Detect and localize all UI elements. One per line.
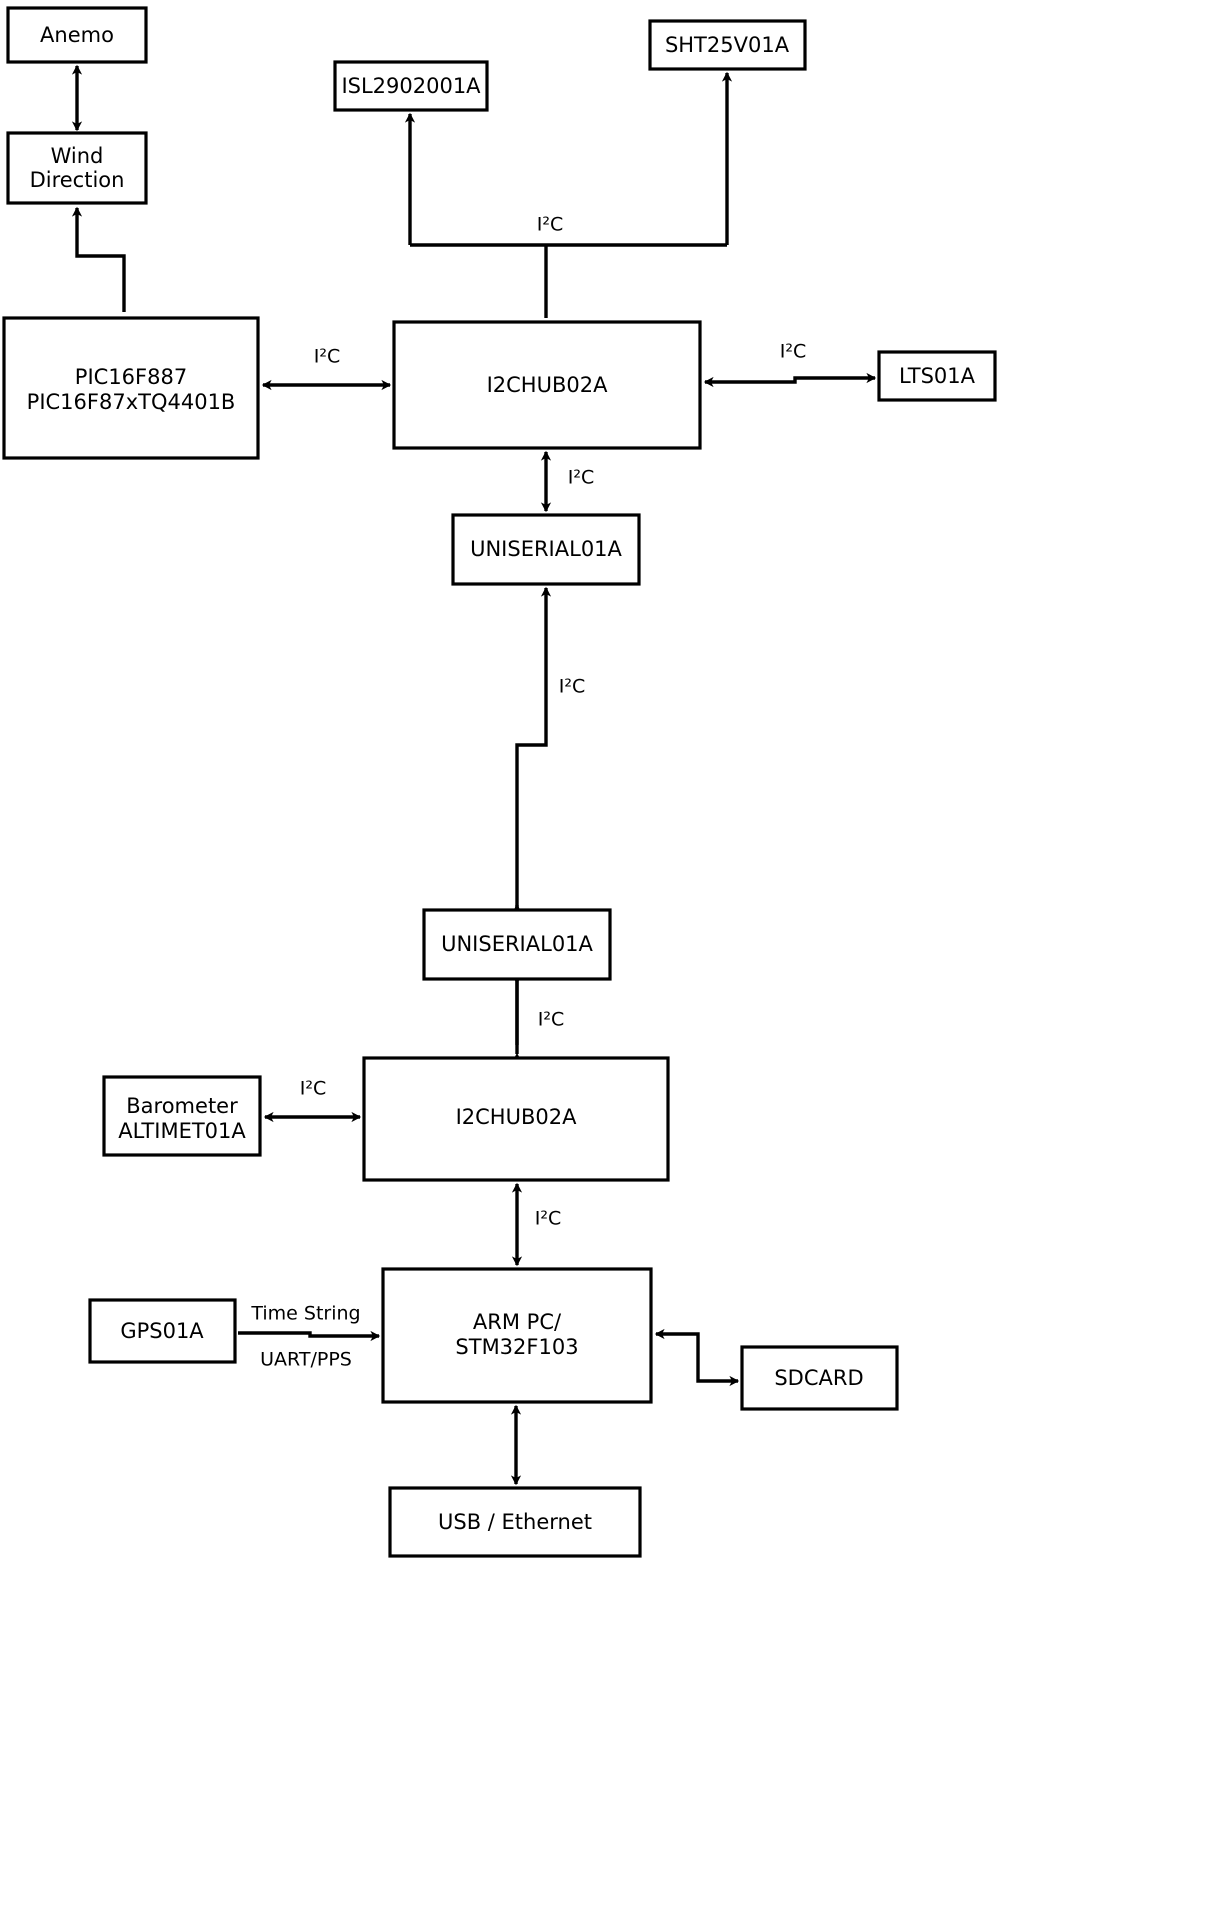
node-wind-direction-label-line2: Direction	[30, 168, 125, 192]
edge-label-i2c-top-bus: I²C	[537, 214, 564, 236]
node-pic16f887-label-line2: PIC16F87xTQ4401B	[27, 390, 236, 414]
node-wind-direction-label-line1: Wind	[51, 144, 104, 168]
node-uniserial01a-top-label: UNISERIAL01A	[470, 537, 622, 561]
node-sht25v01a-label: SHT25V01A	[665, 33, 790, 57]
node-arm-pc-stm32f103[interactable]: ARM PC/ STM32F103	[381, 1267, 653, 1404]
node-isl2902001a-label: ISL2902001A	[341, 74, 481, 98]
edge-hub-top-bus	[404, 71, 733, 318]
edge-label-i2c-hub-uniserial: I²C	[568, 467, 595, 489]
node-gps01a[interactable]: GPS01A	[88, 1298, 237, 1364]
node-i2chub02a-bottom-label: I2CHUB02A	[456, 1105, 578, 1129]
edge-label-i2c-barometer-hub: I²C	[300, 1078, 327, 1100]
node-barometer-label-line1: Barometer	[126, 1094, 238, 1118]
node-gps01a-label: GPS01A	[120, 1319, 204, 1343]
edge-label-i2c-pic-hub: I²C	[314, 346, 341, 368]
edge-hub-top-lts	[703, 372, 877, 388]
edge-label-i2c-uniserial-hub-bottom: I²C	[538, 1009, 565, 1031]
node-arm-pc-label-line2: STM32F103	[455, 1335, 578, 1359]
node-pic16f887[interactable]: PIC16F887 PIC16F87xTQ4401B	[2, 316, 260, 460]
node-barometer-altimet01a[interactable]: Barometer ALTIMET01A	[102, 1075, 262, 1157]
edge-gps-armpc	[238, 1330, 381, 1342]
node-arm-pc-label-line1: ARM PC/	[473, 1310, 562, 1334]
edge-label-i2c-hub-lts: I²C	[780, 341, 807, 363]
node-uniserial01a-bottom-label: UNISERIAL01A	[441, 932, 593, 956]
edge-label-time-string: Time String	[250, 1303, 360, 1325]
edge-label-uart-pps: UART/PPS	[260, 1349, 352, 1371]
node-lts01a-label: LTS01A	[899, 364, 976, 388]
node-usb-ethernet-label: USB / Ethernet	[438, 1510, 592, 1534]
node-i2chub02a-bottom[interactable]: I2CHUB02A	[362, 1056, 670, 1182]
node-sdcard-label: SDCARD	[774, 1366, 863, 1390]
node-uniserial01a-top[interactable]: UNISERIAL01A	[451, 513, 641, 586]
node-anemo-label: Anemo	[40, 23, 114, 47]
node-i2chub02a-top[interactable]: I2CHUB02A	[392, 320, 702, 450]
edge-label-i2c-hub-armpc: I²C	[535, 1208, 562, 1230]
node-sdcard[interactable]: SDCARD	[740, 1345, 899, 1411]
edge-label-i2c-uniserial-uniserial: I²C	[559, 676, 586, 698]
node-uniserial01a-bottom[interactable]: UNISERIAL01A	[422, 908, 612, 981]
edge-armpc-sdcard	[654, 1328, 740, 1387]
node-isl2902001a[interactable]: ISL2902001A	[333, 60, 489, 112]
node-wind-direction[interactable]: Wind Direction	[6, 131, 148, 205]
node-pic16f887-label-line1: PIC16F887	[75, 365, 187, 389]
node-lts01a[interactable]: LTS01A	[877, 350, 997, 402]
node-barometer-label-line2: ALTIMET01A	[118, 1119, 246, 1143]
node-usb-ethernet[interactable]: USB / Ethernet	[388, 1486, 642, 1558]
node-sht25v01a[interactable]: SHT25V01A	[648, 19, 807, 71]
node-anemo[interactable]: Anemo	[6, 6, 148, 64]
edge-pic-winddirection	[71, 206, 126, 312]
node-i2chub02a-top-label: I2CHUB02A	[487, 373, 609, 397]
